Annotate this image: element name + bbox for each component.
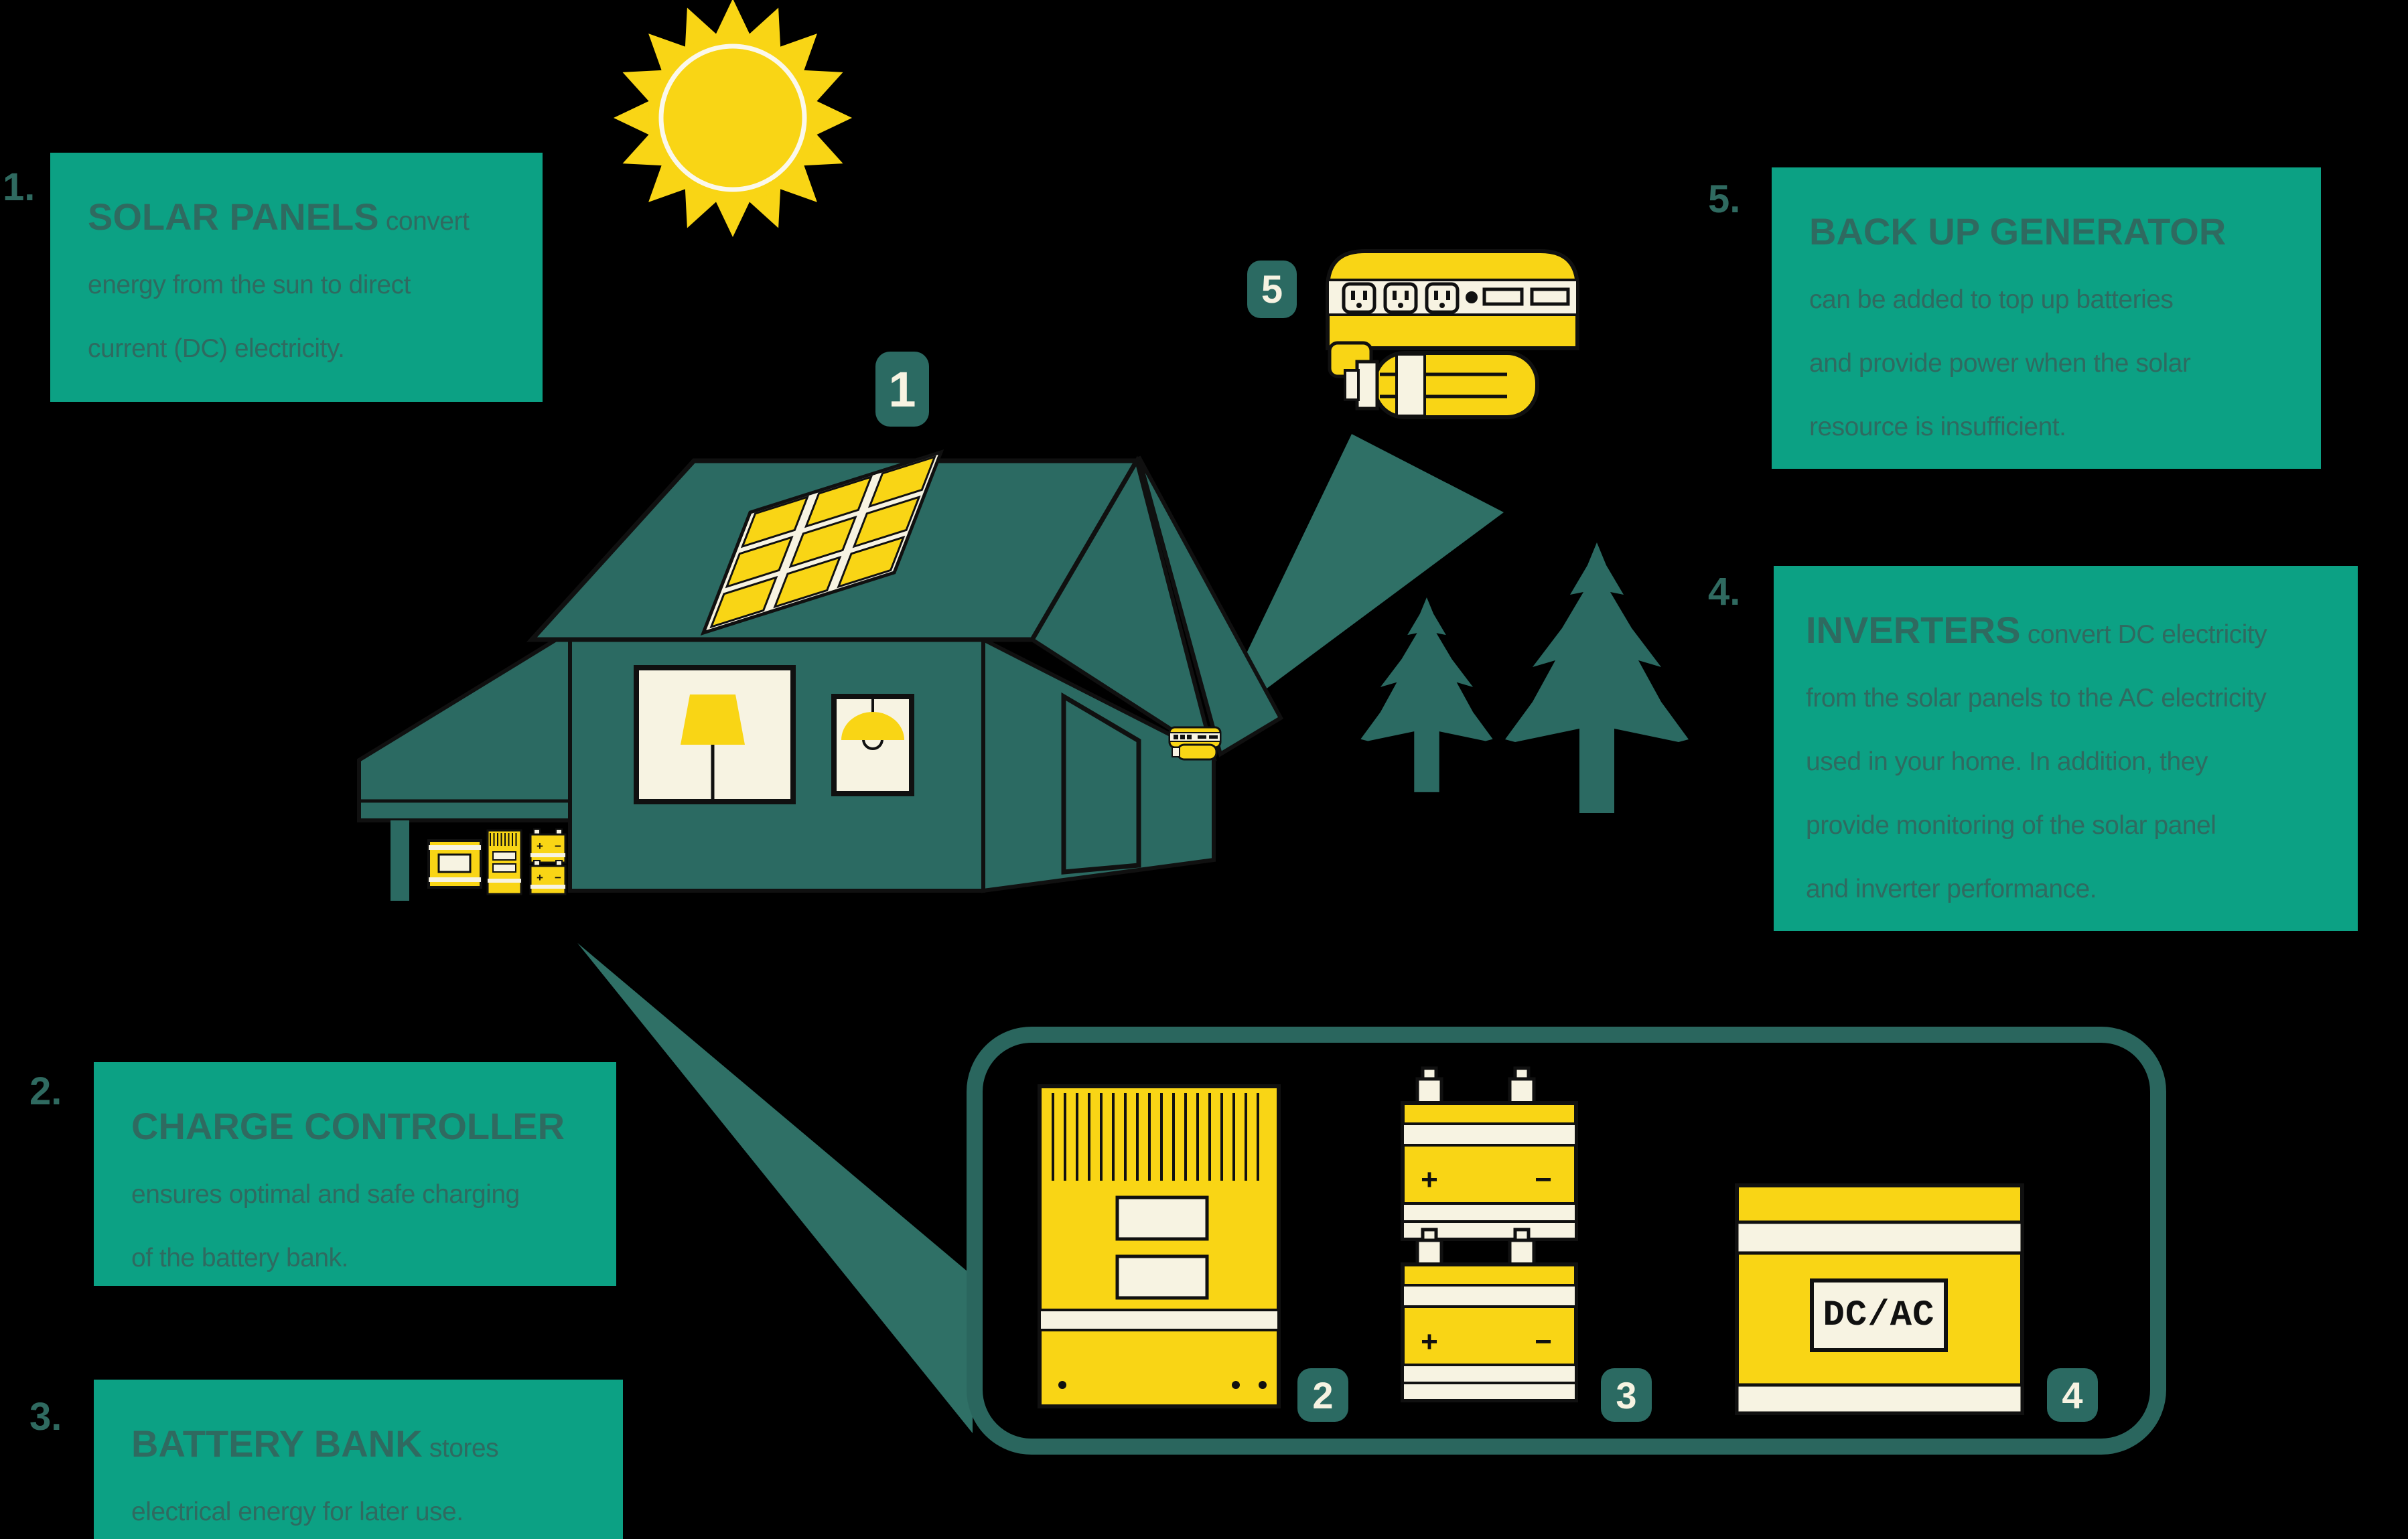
battery-plus-sign: +: [537, 840, 543, 853]
battery-minus-sign: −: [1535, 1163, 1552, 1196]
inverter-dcac-label: DC/AC: [1823, 1295, 1935, 1336]
side-door: [1061, 692, 1141, 875]
callout-charge-controller: CHARGE CONTROLLER ensures optimal and sa…: [94, 1062, 616, 1286]
battery-plus-sign: +: [1421, 1325, 1438, 1358]
battery-minus-sign: −: [555, 840, 561, 853]
callout-index-1: 1.: [3, 165, 36, 209]
callout-title-line: CHARGE CONTROLLER: [131, 1105, 565, 1147]
pine-tree-icon: [1360, 542, 1689, 813]
callout-title-line: BACK UP GENERATOR: [1809, 210, 2226, 252]
pendant-lamp-icon: [841, 699, 904, 750]
beam-batteries-to-panel: [577, 943, 973, 1433]
mini-charge-controller-icon: [486, 829, 522, 895]
small-window: [831, 694, 914, 796]
marker-backup-generator: 5: [1247, 261, 1297, 318]
callout-battery-bank: BATTERY BANK stores electrical energy fo…: [94, 1380, 623, 1539]
callout-index-2: 2.: [29, 1070, 62, 1113]
detail-panel: [967, 1027, 2166, 1455]
generator-motor: [1344, 351, 1539, 419]
side-roof-overhang: [1137, 455, 1284, 757]
battery-bank-icon: [1401, 1066, 1578, 1402]
garage-equipment: [427, 828, 567, 895]
backup-generator-icon: [1326, 249, 1579, 419]
generator-outlets: [1342, 282, 1460, 314]
callout-title-line: SOLAR PANELS convert: [88, 196, 470, 238]
callout-index-4: 4.: [1708, 570, 1741, 613]
callout-title-line: BATTERY BANK stores: [131, 1422, 499, 1465]
callout-inverters: INVERTERS convert DC electricity from th…: [1774, 566, 2358, 931]
marker-battery-bank: 3: [1601, 1368, 1652, 1422]
marker-inverter: 4: [2047, 1368, 2098, 1422]
mini-battery-bank-icon: [529, 828, 567, 895]
sun-icon: [614, 0, 852, 237]
callout-backup-generator: BACK UP GENERATOR can be added to top up…: [1772, 167, 2321, 469]
beam-generator: [1209, 434, 1504, 731]
marker-charge-controller: 2: [1297, 1368, 1348, 1422]
callout-index-3: 3.: [29, 1395, 62, 1439]
inverter-icon: [1735, 1183, 2024, 1415]
living-room-window: [634, 665, 796, 804]
battery-plus-sign: +: [537, 871, 543, 884]
mini-inverter-icon: [427, 839, 482, 889]
charge-controller-icon: [1038, 1084, 1281, 1408]
marker-solar-panels: 1: [875, 352, 929, 427]
callout-title-line: INVERTERS convert DC electricity: [1806, 609, 2267, 651]
battery-minus-sign: −: [1535, 1325, 1552, 1358]
mini-generator-icon: [1168, 726, 1222, 761]
house: [526, 449, 1284, 893]
battery-plus-sign: +: [1421, 1163, 1438, 1196]
solar-panel-icon: [700, 449, 944, 636]
battery-minus-sign: −: [555, 871, 561, 884]
callout-solar-panels: SOLAR PANELS convert energy from the sun…: [50, 153, 543, 402]
callout-index-5: 5.: [1708, 177, 1741, 221]
floor-lamp-icon: [681, 694, 745, 799]
